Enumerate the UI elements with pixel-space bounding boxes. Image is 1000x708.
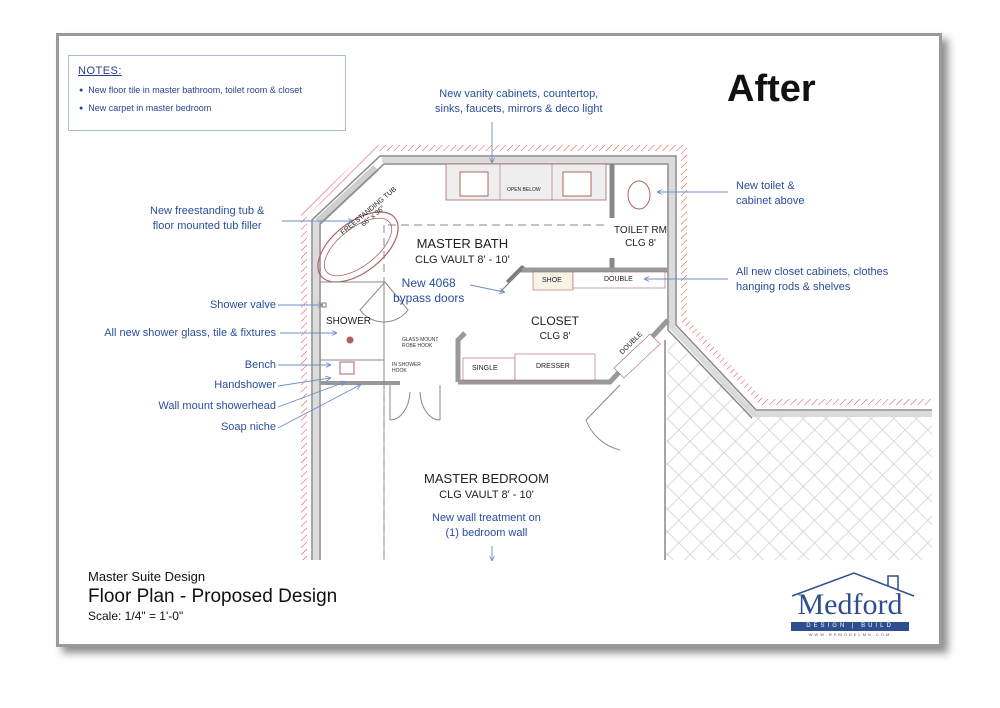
callout-closet-cabinets: All new closet cabinets, clothes hanging… <box>736 266 889 293</box>
room-name: MASTER BATH <box>416 236 509 251</box>
room-ceiling: CLG 8' <box>539 331 571 342</box>
room-name: TOILET RM <box>614 225 667 236</box>
room-ceiling: CLG VAULT 8' - 10' <box>415 254 510 266</box>
dresser-label: DRESSER <box>536 363 570 370</box>
callout-soap-niche: Soap niche <box>220 421 276 433</box>
callout-bench: Bench <box>244 359 276 371</box>
shower-hook-label: IN SHOWER HOOK <box>392 362 421 374</box>
room-shower: SHOWER <box>326 316 371 327</box>
callout-arrows <box>277 122 728 560</box>
room-name: CLOSET <box>531 314 580 328</box>
double-rod-top <box>572 271 666 289</box>
room-toilet: TOILET RM CLG 8' <box>614 224 667 250</box>
toilet <box>627 180 651 210</box>
logo-name: Medford <box>797 588 903 621</box>
freestanding-tub <box>317 211 399 283</box>
double-label-top: DOUBLE <box>604 276 633 283</box>
room-master-bedroom: MASTER BEDROOM CLG VAULT 8' - 10' <box>424 470 549 504</box>
notes-title: NOTES: <box>78 65 122 77</box>
callout-tub: New freestanding tub & floor mounted tub… <box>150 205 265 232</box>
callout-shower-valve: Shower valve <box>209 299 276 311</box>
callout-vanity: New vanity cabinets, countertop, sinks, … <box>435 88 603 115</box>
shower-enclosure <box>319 281 385 383</box>
single-label: SINGLE <box>472 365 498 372</box>
callout-shower-glass: All new shower glass, tile & fixtures <box>104 327 276 339</box>
drawing-scale: Scale: 1/4" = 1'-0" <box>88 609 184 623</box>
note-item: New floor tile in master bathroom, toile… <box>79 85 302 95</box>
callout-handshower: Handshower <box>214 379 276 391</box>
heading-after: After <box>727 68 816 110</box>
room-ceiling: CLG 8' <box>625 238 656 249</box>
callout-toilet: New toilet & cabinet above <box>736 180 805 207</box>
drawing-title: Floor Plan - Proposed Design <box>88 586 338 607</box>
room-master-bath: MASTER BATH CLG VAULT 8' - 10' <box>415 235 510 269</box>
open-below-label: OPEN BELOW <box>507 187 541 193</box>
callout-bypass-doors: New 4068 bypass doors <box>393 276 465 305</box>
medford-logo: Medford DESIGN | BUILD WWW.REMODELMN.COM <box>788 570 918 640</box>
notes-box: NOTES: New floor tile in master bathroom… <box>68 55 346 131</box>
note-item: New carpet in master bedroom <box>79 103 211 113</box>
shoe-label: SHOE <box>542 277 562 284</box>
logo-url: WWW.REMODELMN.COM <box>808 632 892 637</box>
robe-hook-label: GLASS MOUNT ROBE HOOK <box>402 337 439 349</box>
room-closet: CLOSET CLG 8' <box>531 314 579 344</box>
house-roof-icon <box>791 572 915 597</box>
logo-tagline: DESIGN | BUILD <box>791 622 909 631</box>
callout-showerhead: Wall mount showerhead <box>158 400 276 412</box>
vanity-cabinet <box>445 163 607 201</box>
callout-wall-treatment: New wall treatment on (1) bedroom wall <box>432 512 541 539</box>
project-name: Master Suite Design <box>88 569 206 584</box>
exterior-walls <box>301 145 932 560</box>
room-name: MASTER BEDROOM <box>424 471 549 486</box>
dresser-cabinet <box>514 353 596 381</box>
room-ceiling: CLG VAULT 8' - 10' <box>439 489 534 501</box>
